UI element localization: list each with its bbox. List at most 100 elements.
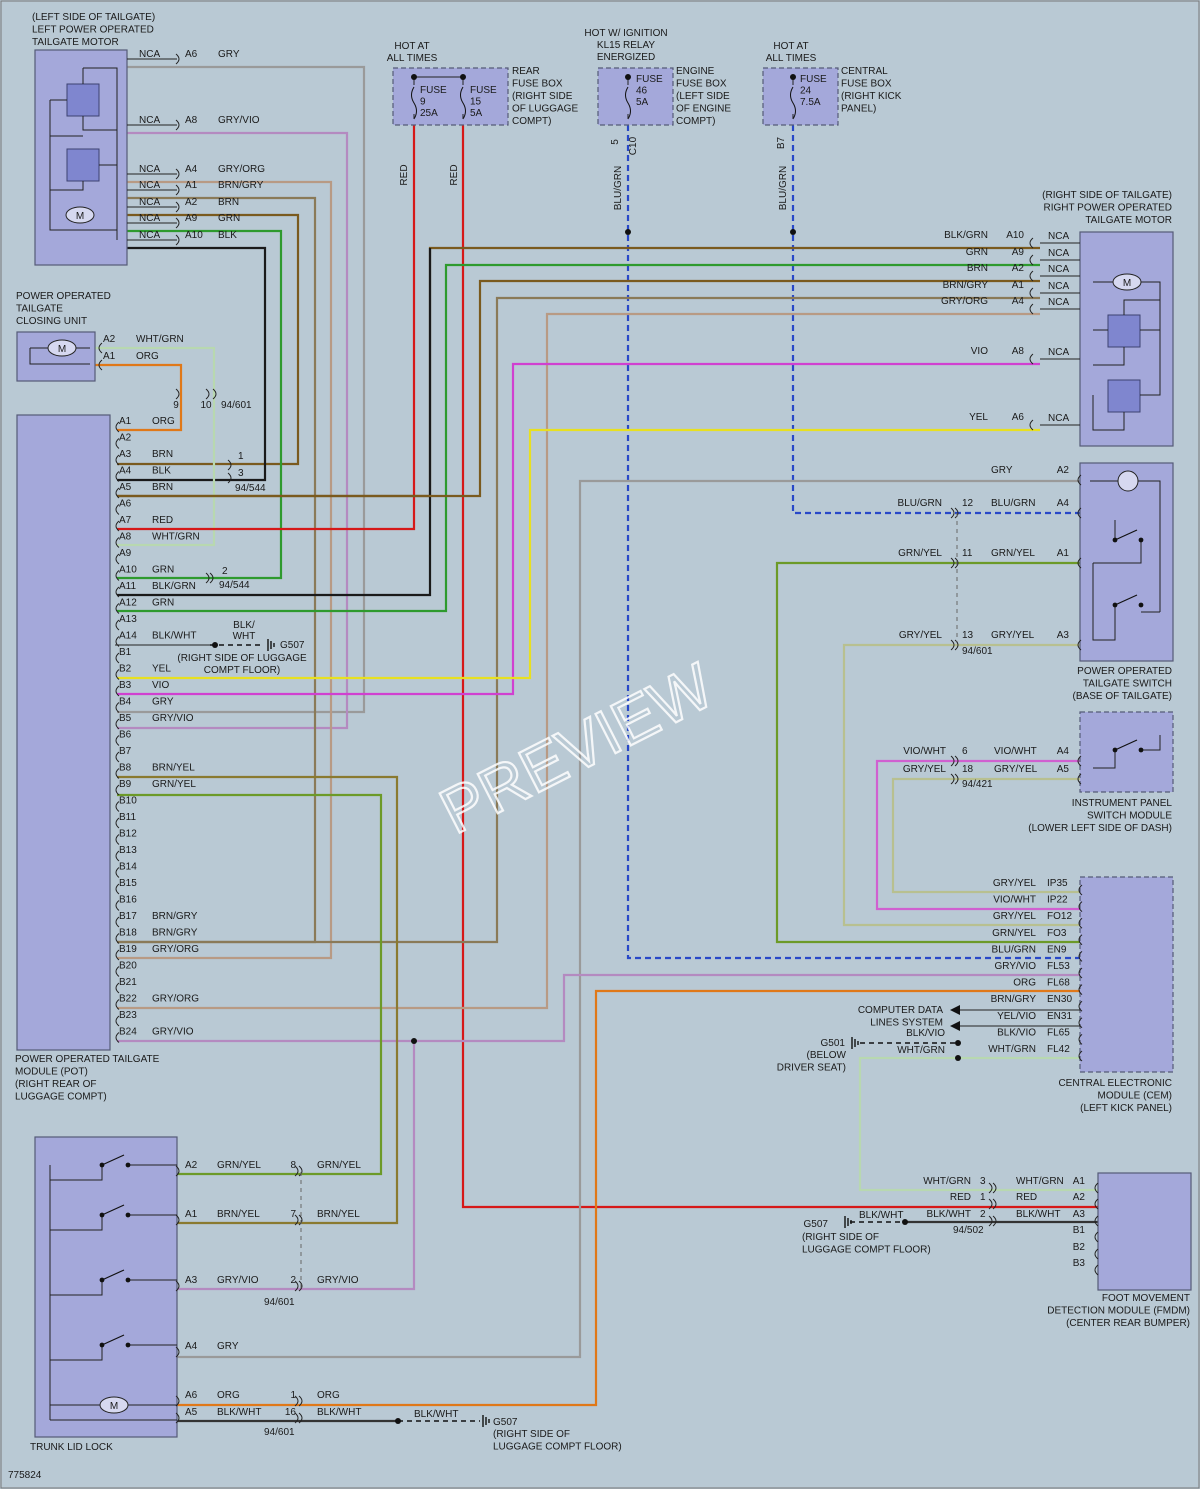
fmdm-label: DETECTION MODULE (FMDM): [1047, 1306, 1190, 1317]
ip-conn: [950, 755, 955, 767]
right-motor-nca: NCA: [1048, 231, 1069, 242]
ip-switch-label: SWITCH MODULE: [1087, 811, 1172, 822]
pot-pin: A10: [119, 565, 137, 576]
central-fuse-label: FUSE BOX: [841, 79, 892, 90]
pot-conn: [115, 867, 120, 878]
lock-conn: [294, 1395, 299, 1407]
lock-wire-color: BRN/YEL: [217, 1209, 260, 1220]
g507-mid-location: (RIGHT SIDE OF: [802, 1232, 879, 1243]
pot-conn: [115, 586, 120, 598]
computer-data-label: COMPUTER DATA: [858, 1005, 944, 1016]
lock-conn: [294, 1214, 299, 1226]
lock-internal: [50, 1215, 103, 1231]
lock-pin: A3: [185, 1275, 198, 1286]
right-motor-pin: A10: [1006, 230, 1024, 241]
left-motor-conn: [175, 53, 180, 65]
lock-pin: A1: [185, 1209, 198, 1220]
lock-conn: [175, 1412, 180, 1424]
wire-whtgrn: [95, 346, 216, 547]
ip-conn: [1077, 773, 1082, 785]
fmdm-conn: [1094, 1182, 1099, 1194]
engine-fuse-label: COMPT): [676, 116, 715, 127]
right-motor-conn: [1029, 254, 1034, 266]
pot-wire-color: GRY/ORG: [152, 944, 199, 955]
trunk-lid-lock-box: [34, 1136, 178, 1438]
pot-wire-color: BRN: [152, 449, 173, 460]
pot-conn: [115, 504, 120, 515]
rear-fuse-hot-label: HOT AT: [394, 41, 429, 52]
fmdm-conn: [988, 1215, 993, 1227]
lock-conn-num: 7: [290, 1209, 296, 1220]
fmdm-conn: [992, 1215, 997, 1227]
ip-conn-num: 18: [962, 764, 974, 775]
lock-wire-color: GRY/VIO: [217, 1275, 259, 1286]
left-motor-nca: NCA: [139, 164, 160, 175]
engine-fuse-label: OF ENGINE: [676, 104, 731, 115]
central-fuse-pin: B7: [776, 136, 787, 149]
engine-fuse-hot-label: ENERGIZED: [597, 52, 655, 63]
central-fuse-label: PANEL): [841, 104, 876, 115]
pot-wire-color: BRN/GRY: [152, 928, 198, 939]
ip-switch-box: [1079, 711, 1174, 793]
wire-brngry-a1-right: [117, 296, 1040, 944]
ip-switch-icon: [1138, 747, 1144, 753]
cem-conn: [1078, 934, 1083, 946]
pot-wire-color: GRN/YEL: [152, 779, 196, 790]
lock-conn: [294, 1280, 299, 1292]
switch-conn-num: 12: [962, 498, 974, 509]
tailgate-switch-label: TAILGATE SWITCH: [1083, 679, 1172, 690]
tailgate-switch-box: [1079, 462, 1174, 662]
wire-whtgrn-fmdm: [858, 1056, 1098, 1192]
pot-pin: B1: [119, 647, 132, 658]
g501-wire-label: BLK/VIO: [906, 1028, 945, 1039]
right-motor-conn: [1029, 287, 1034, 299]
splice-dot: [955, 1055, 961, 1061]
lock-switch-icon: [125, 1277, 131, 1283]
closing-conn-id: 94/601: [221, 400, 252, 411]
splice-dot: [212, 642, 218, 648]
left-motor-relay-b: [66, 148, 100, 182]
right-motor-internal: [1093, 347, 1125, 366]
engine-fuse-hot-label: KL15 RELAY: [597, 40, 656, 51]
fmdm-conn: [1094, 1248, 1099, 1260]
rear-fuse-label: REAR: [512, 66, 540, 77]
pot-pin: B4: [119, 697, 132, 708]
cem-pin: FL65: [1047, 1027, 1070, 1038]
fmdm-wire-color: BLK/WHT: [1016, 1209, 1060, 1220]
wire-grnyel-b9: [117, 793, 383, 1176]
fmdm-box: [1097, 1172, 1192, 1291]
cem-wire-color: VIO/WHT: [993, 895, 1036, 906]
right-motor-label: (RIGHT SIDE OF TAILGATE): [1042, 190, 1172, 201]
pot-conn: [115, 570, 120, 581]
cem-conn: [1078, 1000, 1083, 1012]
pot-pin: B22: [119, 994, 137, 1005]
right-motor-pin: A9: [1012, 247, 1025, 258]
pot-conn: [115, 454, 120, 466]
wire-blk-a10: [117, 246, 267, 482]
cem-conn: [1078, 1050, 1083, 1062]
pot-conn: [227, 459, 232, 471]
pot-pin: B3: [119, 680, 132, 691]
cem-conn: [1078, 984, 1083, 995]
fuse-15-label: 5A: [470, 108, 483, 119]
pot-pin: A14: [119, 631, 137, 642]
switch-conn-num: 13: [962, 630, 974, 641]
cem-pin: EN9: [1047, 944, 1067, 955]
pot-conn: [115, 636, 120, 647]
left-motor-conn: [175, 168, 180, 180]
pot-label: POWER OPERATED TAILGATE: [15, 1054, 160, 1065]
led-icon: [1117, 470, 1139, 492]
right-motor-conn: [1029, 270, 1034, 282]
ip-conn-num: 6: [962, 746, 968, 757]
lock-conn-num: 16: [285, 1407, 297, 1418]
lock-internal: [50, 1280, 103, 1296]
pot-wire-color: GRY/VIO: [152, 713, 194, 724]
lock-conn: [175, 1280, 180, 1292]
right-motor-internal: [1123, 299, 1160, 315]
left-motor-pin: A1: [185, 180, 198, 191]
switch-conn: [950, 507, 955, 519]
right-motor-conn: [1029, 353, 1034, 365]
fmdm-conn: [1094, 1215, 1099, 1227]
left-motor-label: TAILGATE MOTOR: [32, 37, 119, 48]
